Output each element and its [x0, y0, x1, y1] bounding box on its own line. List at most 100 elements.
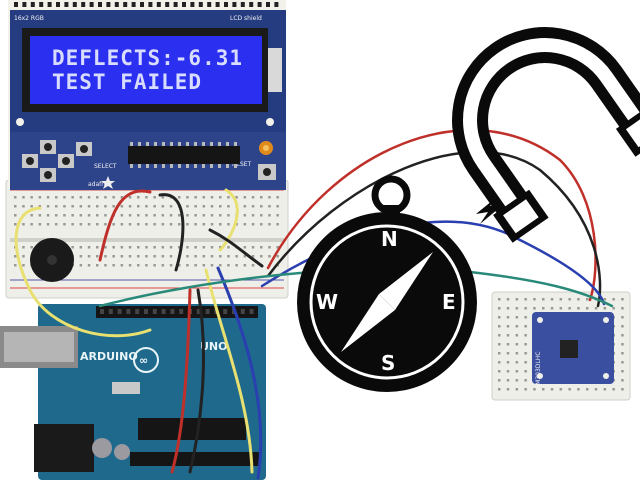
- arduino-uno: ARDUINO UNO ∞: [0, 304, 266, 480]
- breadboard-hole: [251, 246, 255, 249]
- breadboard-hole: [71, 196, 74, 199]
- breadboard-hole: [506, 370, 510, 373]
- breadboard-hole: [586, 388, 589, 391]
- breadboard-hole: [243, 205, 247, 208]
- lsm303-sensor-board: LSM303DLHC: [532, 312, 614, 392]
- breadboard-hole: [38, 223, 42, 226]
- breadboard-hole: [621, 379, 624, 382]
- breadboard-hole: [506, 307, 510, 310]
- breadboard-hole: [202, 196, 206, 199]
- breadboard-hole: [186, 205, 189, 208]
- breadboard-hole: [128, 196, 132, 199]
- breadboard-hole: [153, 205, 156, 208]
- breadboard-hole: [524, 343, 527, 346]
- breadboard-hole: [194, 196, 197, 199]
- breadboard-hole: [621, 325, 624, 328]
- breadboard-hole: [227, 255, 230, 258]
- breadboard-hole: [550, 307, 554, 310]
- ic-pin: [194, 142, 197, 146]
- breadboard-hole: [87, 223, 91, 226]
- breadboard-hole: [260, 205, 263, 208]
- arduino-header-socket: [117, 309, 122, 314]
- breadboard-hole: [169, 223, 173, 226]
- breadboard-hole: [515, 298, 519, 301]
- breadboard-hole: [194, 264, 197, 267]
- horseshoe-magnet-icon: [452, 27, 640, 243]
- breadboard-hole: [22, 196, 25, 199]
- breadboard-hole: [515, 379, 519, 382]
- header-pin: [190, 2, 195, 7]
- breadboard-hole: [612, 307, 615, 310]
- arduino-header-socket: [249, 309, 254, 314]
- ic-pin: [234, 142, 237, 146]
- breadboard-hole: [79, 196, 83, 199]
- breadboard-hole: [194, 223, 197, 226]
- breadboard-hole: [524, 334, 527, 337]
- ic-pin: [234, 164, 237, 168]
- breadboard-hole: [251, 255, 255, 258]
- breadboard-hole: [506, 343, 510, 346]
- breadboard-hole: [120, 264, 124, 267]
- breadboard-hole: [153, 214, 156, 217]
- breadboard-hole: [194, 205, 197, 208]
- breadboard-hole: [533, 307, 536, 310]
- breadboard-hole: [87, 196, 91, 199]
- breadboard-hole: [251, 214, 255, 217]
- header-pin: [81, 2, 86, 7]
- breadboard-hole: [524, 370, 527, 373]
- breadboard-hole: [161, 246, 165, 249]
- breadboard-hole: [96, 205, 99, 208]
- breadboard-hole: [145, 214, 148, 217]
- breadboard-hole: [145, 223, 148, 226]
- arduino-header-socket: [205, 309, 210, 314]
- breadboard-hole: [120, 246, 124, 249]
- breadboard-hole: [533, 388, 536, 391]
- ic-pin: [202, 164, 205, 168]
- breadboard-hole: [153, 255, 156, 258]
- breadboard-hole: [506, 379, 510, 382]
- breadboard-hole: [524, 298, 527, 301]
- breadboard-hole: [260, 246, 263, 249]
- breadboard-hole: [14, 264, 17, 267]
- breadboard-hole: [153, 196, 156, 199]
- breadboard-hole: [104, 255, 107, 258]
- breadboard-hole: [178, 264, 181, 267]
- breadboard-hole: [506, 388, 510, 391]
- compass-east-label: E: [442, 290, 456, 314]
- header-pin: [224, 2, 228, 7]
- breadboard-hole: [542, 307, 545, 310]
- breadboard-hole: [104, 223, 107, 226]
- breadboard-hole: [219, 223, 222, 226]
- breadboard-hole: [96, 255, 99, 258]
- header-pin: [215, 2, 220, 7]
- breadboard-hole: [137, 223, 140, 226]
- ic-pin: [226, 164, 229, 168]
- breadboard-hole: [227, 196, 230, 199]
- breadboard-hole: [559, 388, 563, 391]
- header-pin: [257, 2, 262, 7]
- breadboard-hole: [243, 264, 247, 267]
- compass-north-label: N: [381, 227, 398, 251]
- breadboard-hole: [219, 214, 222, 217]
- breadboard-hole: [46, 205, 50, 208]
- ic-chip: [128, 146, 240, 164]
- breadboard-hole: [186, 196, 189, 199]
- breadboard-hole: [161, 223, 165, 226]
- breadboard-hole: [621, 388, 624, 391]
- breadboard-hole: [612, 388, 615, 391]
- arduino-header-socket: [161, 309, 166, 314]
- breadboard-hole: [169, 214, 173, 217]
- breadboard-hole: [621, 361, 624, 364]
- breadboard-hole: [120, 214, 124, 217]
- breadboard-hole: [210, 264, 214, 267]
- breadboard-hole: [621, 307, 624, 310]
- breadboard-hole: [506, 325, 510, 328]
- breadboard-hole: [104, 246, 107, 249]
- header-pin: [64, 2, 69, 7]
- breadboard-hole: [506, 316, 510, 319]
- breadboard-hole: [586, 298, 589, 301]
- compass-needle-south: [341, 294, 395, 352]
- breadboard-hole: [120, 223, 124, 226]
- breadboard-hole: [63, 223, 66, 226]
